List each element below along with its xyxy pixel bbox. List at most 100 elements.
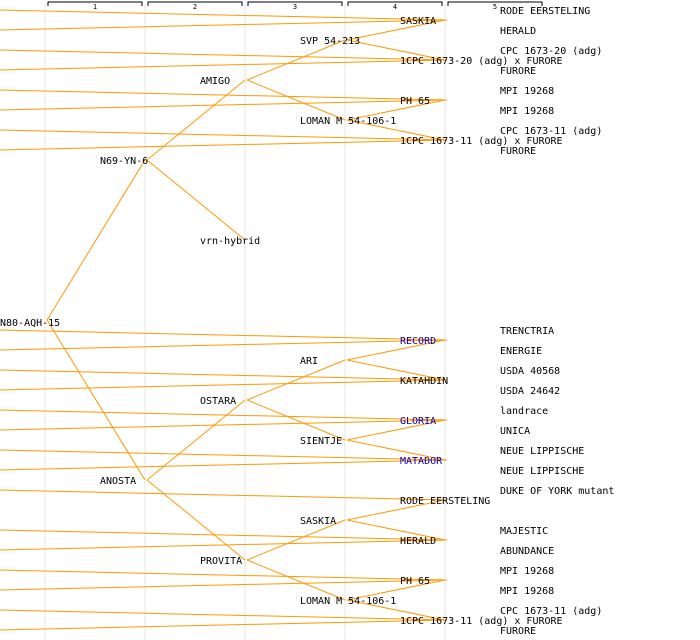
pedigree-edge — [0, 449, 448, 461]
pedigree-node-label: KATAHDIN — [400, 376, 448, 387]
pedigree-node-label: SVP 54-213 — [300, 36, 360, 47]
pedigree-edge — [346, 359, 446, 381]
pedigree-node-label: PROVITA — [200, 556, 242, 567]
pedigree-node-label: LOMAN M 54-106-1 — [300, 596, 396, 607]
pedigree-edge — [246, 359, 346, 401]
pedigree-node-label: HERALD — [400, 536, 436, 547]
pedigree-edge — [346, 579, 446, 601]
pedigree-node-label: USDA 40568 — [500, 366, 560, 377]
pedigree-edge — [0, 529, 448, 541]
pedigree-edge — [0, 609, 448, 621]
pedigree-node-label: SIENTJE — [300, 436, 342, 447]
pedigree-edge — [0, 129, 448, 141]
pedigree-edge — [246, 399, 346, 441]
pedigree-edge — [0, 329, 448, 341]
generation-bracket — [47, 1, 143, 6]
pedigree-node-label: 1CPC 1673-11 (adg) x FURORE — [400, 136, 563, 147]
pedigree-edge — [346, 419, 446, 441]
pedigree-edge — [0, 619, 448, 631]
generation-number: 2 — [193, 3, 197, 11]
pedigree-node-label: CPC 1673-11 (adg) — [500, 606, 602, 617]
pedigree-node-label: RODE EERSTELING — [400, 496, 490, 507]
pedigree-node-label: CPC 1673-20 (adg) — [500, 46, 602, 57]
pedigree-node-label: MPI 19268 — [500, 86, 554, 97]
pedigree-node-label: PH 65 — [400, 576, 430, 587]
generation-bracket — [147, 1, 243, 6]
generation-number: 5 — [493, 3, 497, 11]
pedigree-edge — [346, 99, 446, 121]
pedigree-edge — [346, 519, 446, 541]
pedigree-edge — [0, 9, 448, 21]
generation-number: 3 — [293, 3, 297, 11]
pedigree-edge — [346, 439, 446, 461]
pedigree-edge — [246, 559, 346, 601]
pedigree-node-label: AMIGO — [200, 76, 230, 87]
pedigree-edge — [0, 569, 448, 581]
pedigree-node-label: DUKE OF YORK mutant — [500, 486, 614, 497]
pedigree-edge — [0, 139, 448, 151]
pedigree-edge — [346, 599, 446, 621]
pedigree-node-label: RODE EERSTELING — [500, 6, 590, 17]
pedigree-node-label: FURORE — [500, 626, 536, 637]
generation-bracket — [447, 1, 543, 6]
pedigree-edge — [0, 339, 448, 351]
pedigree-edge — [0, 49, 448, 61]
pedigree-edge — [346, 499, 446, 521]
pedigree-edge — [146, 79, 246, 161]
pedigree-node-label: vrn-hybrid — [200, 236, 260, 247]
pedigree-node-label: MAJESTIC — [500, 526, 548, 537]
pedigree-edge — [0, 459, 448, 471]
pedigree-edge — [346, 339, 446, 361]
pedigree-edge — [346, 19, 446, 41]
pedigree-node-label[interactable]: GLORIA — [400, 416, 436, 427]
pedigree-edge — [0, 579, 448, 591]
pedigree-edge — [246, 39, 346, 81]
pedigree-node-label: NEUE LIPPISCHE — [500, 466, 584, 477]
pedigree-node-label: ANOSTA — [100, 476, 136, 487]
pedigree-node-label: TRENCTRIA — [500, 326, 554, 337]
pedigree-node-label[interactable]: MATADOR — [400, 456, 443, 467]
pedigree-edge — [0, 89, 448, 101]
pedigree-edge — [0, 539, 448, 551]
pedigree-node-label: N69-YN-6 — [100, 156, 148, 167]
generation-bracket — [347, 1, 443, 6]
pedigree-node-label: UNICA — [500, 426, 530, 437]
pedigree-edge — [346, 119, 446, 141]
pedigree-node-label: PH 65 — [400, 96, 430, 107]
pedigree-node-label[interactable]: RECORD — [400, 336, 436, 347]
generation-number: 1 — [93, 3, 97, 11]
pedigree-node-label: HERALD — [500, 26, 536, 37]
pedigree-edge — [346, 39, 446, 61]
pedigree-edge — [146, 159, 246, 241]
pedigree-edge — [0, 19, 448, 31]
pedigree-edge — [246, 519, 346, 561]
root-node-label: N80-AQH-15 — [0, 318, 60, 329]
pedigree-node-label: NEUE LIPPISCHE — [500, 446, 584, 457]
pedigree-node-label: USDA 24642 — [500, 386, 560, 397]
pedigree-edge — [0, 379, 448, 391]
pedigree-edge — [0, 99, 448, 111]
generation-number: 4 — [393, 3, 397, 11]
pedigree-node-label: FURORE — [500, 146, 536, 157]
pedigree-node-label: SASKIA — [300, 516, 336, 527]
pedigree-node-label: CPC 1673-11 (adg) — [500, 126, 602, 137]
pedigree-edge — [246, 79, 346, 121]
pedigree-node-label: ENERGIE — [500, 346, 542, 357]
pedigree-node-label: MPI 19268 — [500, 586, 554, 597]
pedigree-node-label: MPI 19268 — [500, 566, 554, 577]
pedigree-node-label: 1CPC 1673-11 (adg) x FURORE — [400, 616, 563, 627]
pedigree-node-label: 1CPC 1673-20 (adg) x FURORE — [400, 56, 563, 67]
pedigree-edge — [0, 59, 448, 71]
pedigree-node-label: ARI — [300, 356, 318, 367]
pedigree-node-label: SASKIA — [400, 16, 436, 27]
pedigree-edge — [0, 369, 448, 381]
pedigree-edge — [46, 319, 146, 481]
pedigree-node-label: ABUNDANCE — [500, 546, 554, 557]
pedigree-node-label: landrace — [500, 406, 548, 417]
pedigree-node-label: OSTARA — [200, 396, 236, 407]
pedigree-edge — [146, 479, 246, 561]
generation-bracket — [247, 1, 343, 6]
pedigree-edge — [146, 399, 246, 481]
pedigree-edge — [0, 419, 448, 431]
